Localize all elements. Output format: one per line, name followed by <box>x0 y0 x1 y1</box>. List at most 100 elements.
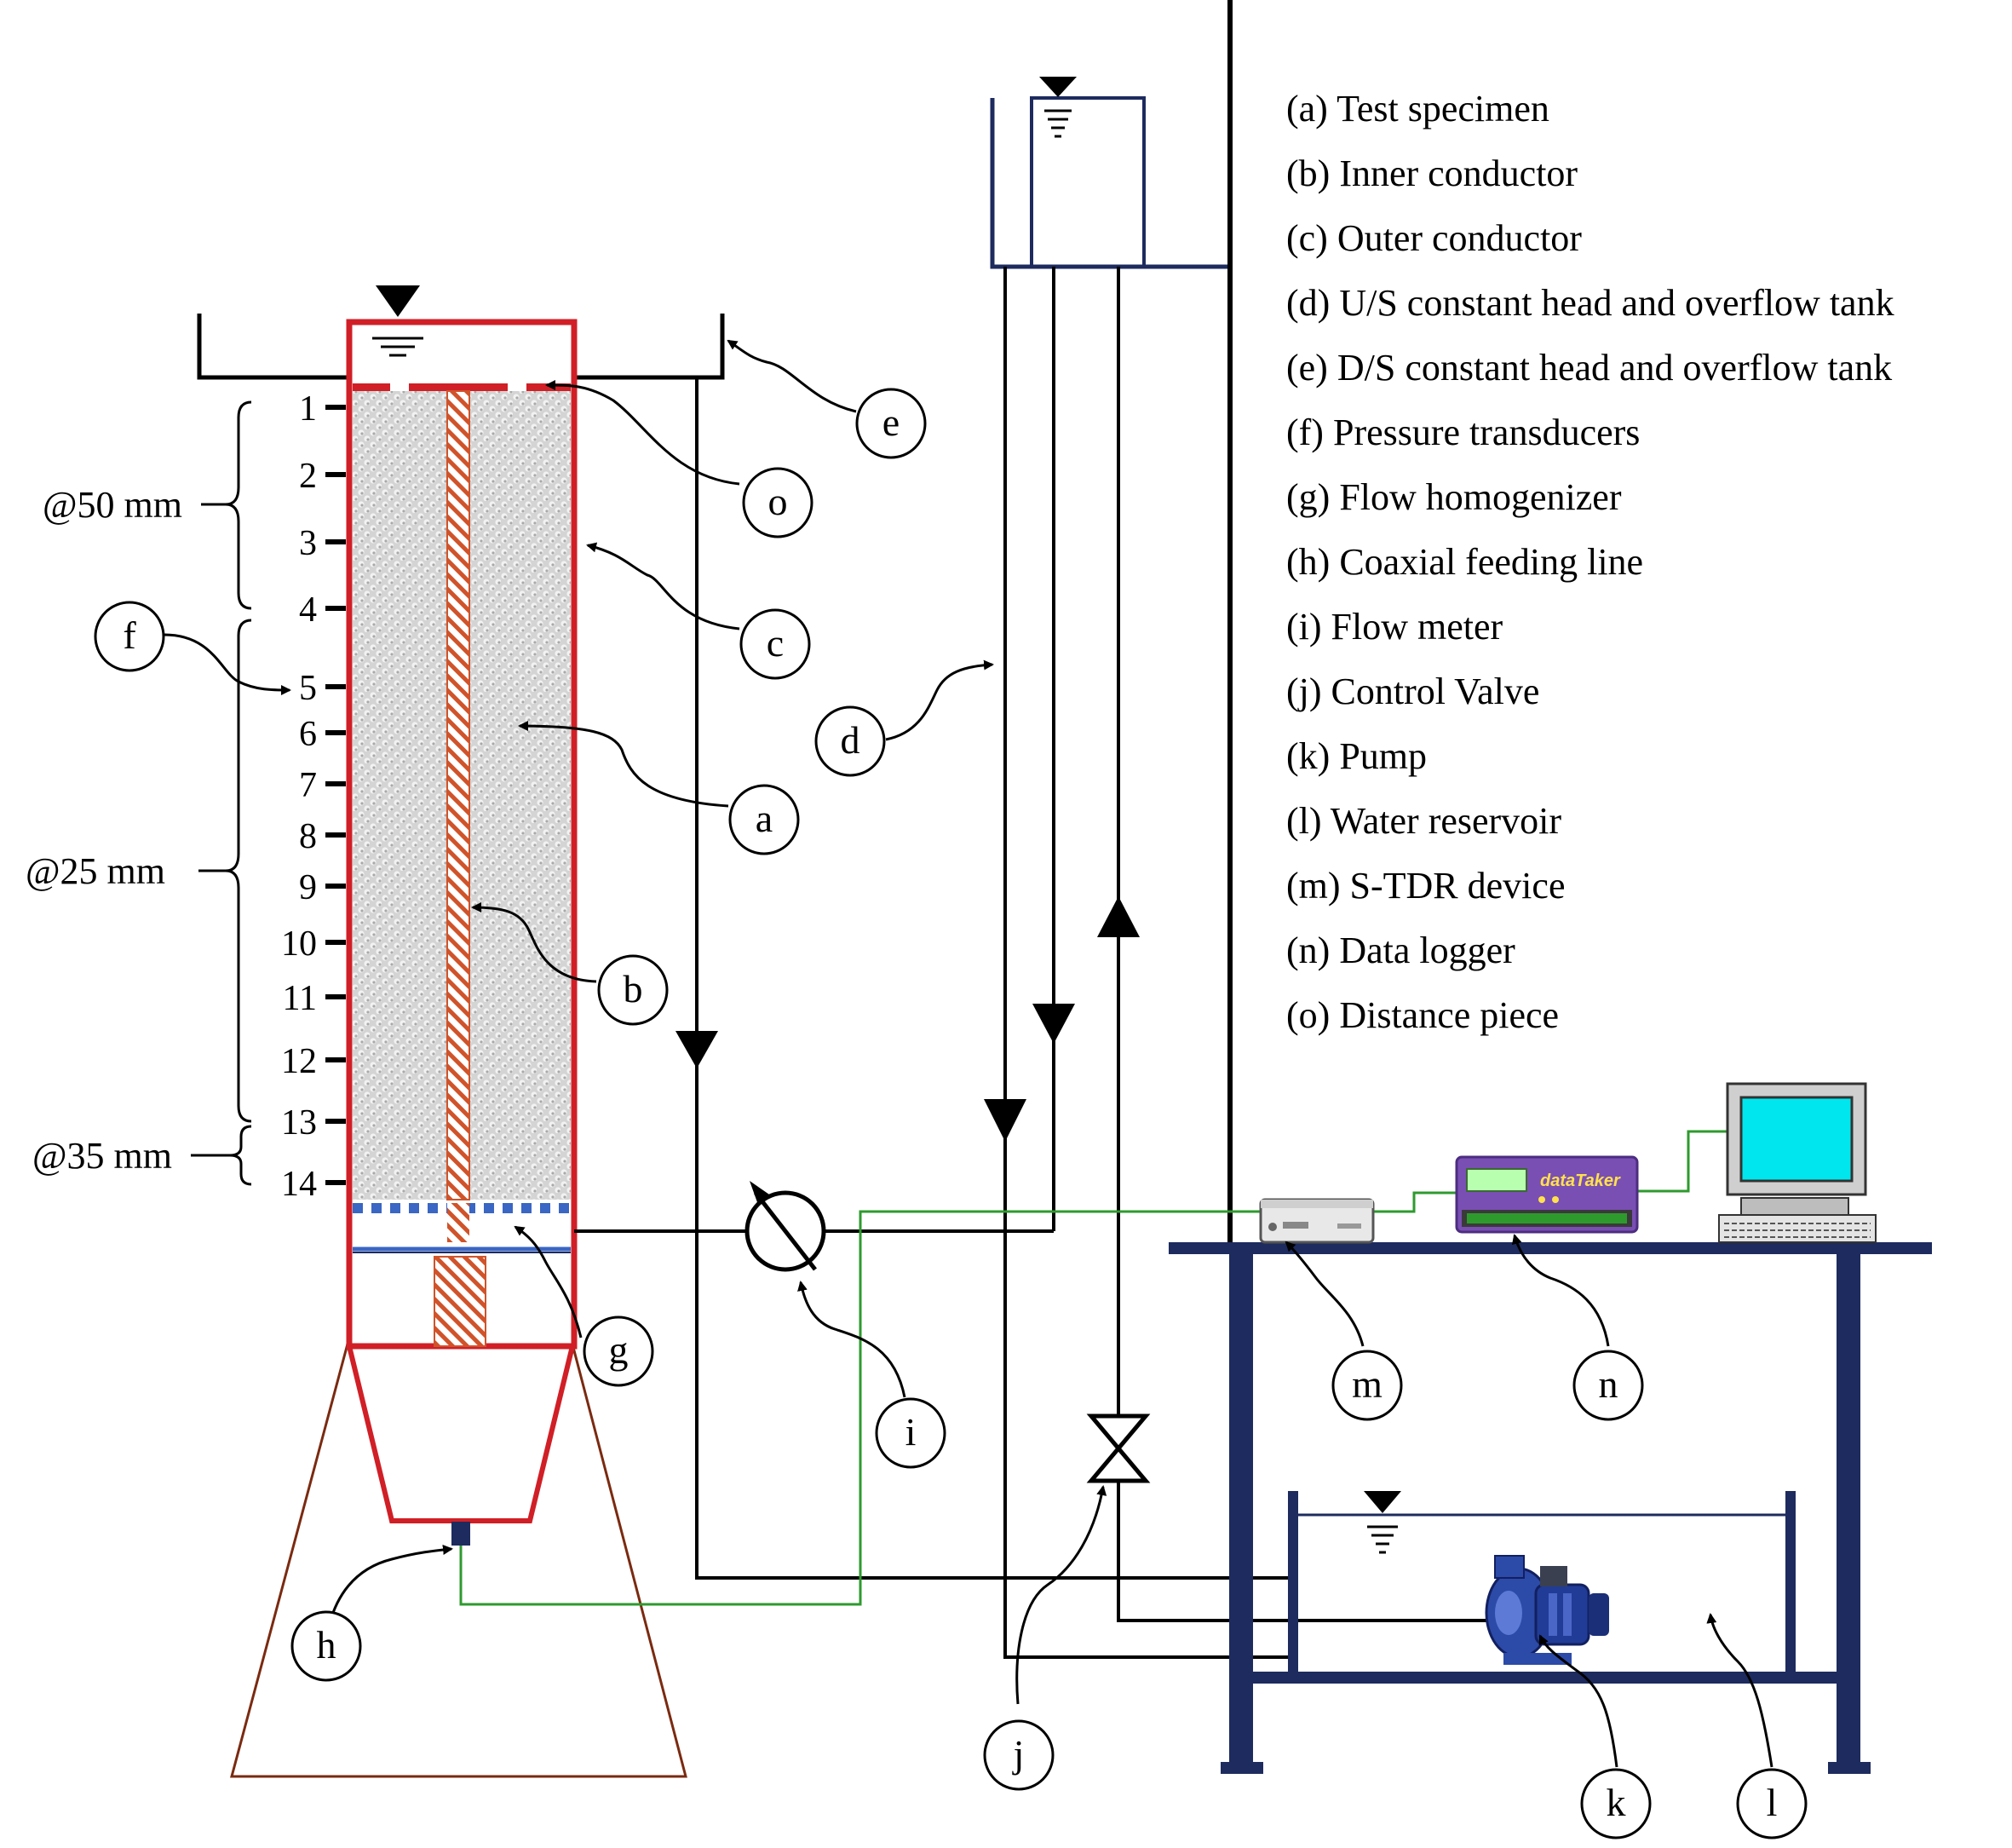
reservoir-water-level-marker <box>1364 1491 1401 1513</box>
legend-item-a: (a) Test specimen <box>1286 77 1894 141</box>
leader-j <box>1015 1485 1107 1705</box>
transducer-number: 8 <box>299 817 317 856</box>
us-overflow-tank-outer <box>990 98 1233 269</box>
spacing-label-25mm: @25 mm <box>26 850 165 892</box>
legend-key: (m) <box>1286 865 1341 907</box>
leader-h <box>324 1545 453 1645</box>
transducer-number: 3 <box>299 524 317 563</box>
callout-letter-b: b <box>624 967 643 1010</box>
flow-arrow-up <box>1097 896 1140 937</box>
leader-o <box>545 380 740 486</box>
legend-text: Flow homogenizer <box>1339 476 1622 518</box>
pressure-transducer-ticks <box>325 405 346 1185</box>
leader-g <box>514 1225 583 1339</box>
legend-item-e: (e) D/S constant head and overflow tank <box>1286 336 1894 400</box>
legend-key: (e) <box>1286 347 1328 389</box>
legend-text: U/S constant head and overflow tank <box>1339 282 1894 324</box>
legend-item-f: (f) Pressure transducers <box>1286 400 1894 465</box>
transducer-number: 10 <box>281 924 317 964</box>
callout-circle-j <box>983 1719 1055 1791</box>
legend-text: Coaxial feeding line <box>1339 541 1644 583</box>
callout-circle-f <box>94 601 165 672</box>
callout-circle-m <box>1331 1350 1403 1421</box>
inner-conductor-stem <box>447 1203 469 1242</box>
distance-piece <box>353 383 571 391</box>
legend-key: (f) <box>1286 412 1324 453</box>
legend-key: (d) <box>1286 282 1331 324</box>
callout-letter-a: a <box>756 797 773 840</box>
flow-arrow-down <box>1032 1004 1075 1044</box>
legend-item-d: (d) U/S constant head and overflow tank <box>1286 271 1894 336</box>
legend-key: (n) <box>1286 930 1331 971</box>
legend-key: (j) <box>1286 671 1322 712</box>
leader-n <box>1511 1234 1610 1347</box>
legend-item-b: (b) Inner conductor <box>1286 141 1894 206</box>
legend-item-n: (n) Data logger <box>1286 918 1894 983</box>
callout-circle-h <box>290 1610 362 1682</box>
inlet-funnel <box>346 1344 576 1523</box>
callout-circle-o <box>742 467 813 538</box>
legend-item-m: (m) S-TDR device <box>1286 854 1894 918</box>
flow-arrow-down <box>675 1031 718 1068</box>
callout-letter-j: j <box>1012 1732 1025 1776</box>
table-foot-right <box>1828 1762 1871 1774</box>
ds-return-pipe <box>695 377 1288 1580</box>
callout-letter-e: e <box>882 400 900 444</box>
legend-text: Outer conductor <box>1337 217 1582 259</box>
callout-letter-i: i <box>905 1410 917 1454</box>
callout-circle-c <box>739 608 811 680</box>
legend-item-k: (k) Pump <box>1286 724 1894 789</box>
signal-cable-logger <box>1373 1191 1457 1213</box>
control-valve <box>1086 1413 1151 1483</box>
callout-circle-b <box>597 954 669 1026</box>
reservoir-wall-right <box>1785 1491 1796 1672</box>
flow-meter-needle <box>754 1191 817 1271</box>
callout-letter-k: k <box>1607 1781 1626 1824</box>
leader-m <box>1285 1241 1365 1347</box>
legend-text: D/S constant head and overflow tank <box>1337 347 1893 389</box>
us-water-level-marker <box>1039 77 1077 97</box>
legend-text: Flow meter <box>1331 606 1503 648</box>
callout-letter-l: l <box>1767 1781 1778 1824</box>
legend-text: Inner conductor <box>1339 153 1578 194</box>
legend-key: (k) <box>1286 735 1331 777</box>
transducer-number: 6 <box>299 715 317 754</box>
component-legend: (a) Test specimen (b) Inner conductor (c… <box>1286 77 1894 1048</box>
legend-text: S-TDR device <box>1349 865 1566 907</box>
computer <box>1718 1082 1877 1243</box>
callout-circle-e <box>855 388 927 459</box>
transducer-number: 7 <box>299 766 317 805</box>
transducer-number: 12 <box>281 1042 317 1081</box>
table-foot-left <box>1221 1762 1263 1774</box>
legend-text: Water reservoir <box>1330 800 1562 842</box>
leader-b <box>471 902 597 983</box>
legend-key: (a) <box>1286 88 1328 130</box>
signal-cable-coaxial <box>459 1210 1261 1606</box>
leader-a <box>518 721 729 808</box>
legend-item-i: (i) Flow meter <box>1286 595 1894 659</box>
legend-key: (l) <box>1286 800 1322 842</box>
legend-text: Distance piece <box>1339 994 1560 1036</box>
distance-piece-gap <box>390 383 409 391</box>
legend-item-l: (l) Water reservoir <box>1286 789 1894 854</box>
table-shelf <box>1253 1672 1837 1684</box>
callout-circle-i <box>875 1397 946 1469</box>
legend-key: (i) <box>1286 606 1322 648</box>
legend-key: (h) <box>1286 541 1331 583</box>
leader-c <box>586 542 740 630</box>
legend-key: (c) <box>1286 217 1328 259</box>
transducer-number: 9 <box>299 868 317 907</box>
coaxial-feed-connector <box>451 1522 470 1546</box>
callout-letter-c: c <box>767 621 784 665</box>
legend-text: Pressure transducers <box>1332 412 1641 453</box>
spacing-label-35mm: @35 mm <box>32 1135 172 1177</box>
leader-f <box>164 633 291 695</box>
leader-e <box>727 339 857 413</box>
callout-letter-n: n <box>1599 1362 1618 1406</box>
data-logger: dataTaker <box>1455 1155 1639 1234</box>
legend-item-j: (j) Control Valve <box>1286 659 1894 724</box>
leader-d <box>885 659 994 741</box>
legend-text: Data logger <box>1339 930 1515 971</box>
callout-letter-d: d <box>841 718 860 762</box>
